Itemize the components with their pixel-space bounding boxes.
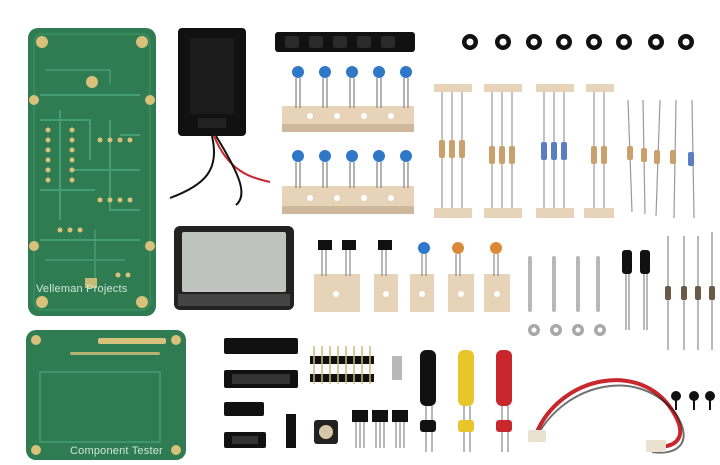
- loose-resistors: [627, 99, 695, 219]
- ics-and-sockets: [224, 338, 298, 448]
- test-clips: [420, 350, 512, 452]
- bottom-pcb: [26, 330, 186, 460]
- small-screws: [671, 391, 715, 410]
- electrolytics-and-diodes: [622, 232, 715, 350]
- red-black-cable: [528, 378, 685, 454]
- loose-resistor-bodies: [627, 146, 694, 166]
- screws-and-nuts: [528, 256, 606, 336]
- rubber-rings: [462, 34, 694, 50]
- battery-holder: [169, 28, 271, 206]
- main-pcb: [28, 28, 156, 316]
- lcd-module: [174, 226, 294, 310]
- capacitor-tape-top: [282, 66, 414, 132]
- capacitor-tape-bottom: [282, 150, 414, 214]
- header-strip: [275, 32, 415, 52]
- small-parts: [286, 356, 408, 448]
- resistor-tapes: [434, 84, 614, 218]
- bottom-board-label: Component Tester: [70, 445, 163, 457]
- pin-headers: [310, 346, 374, 384]
- main-board-label: Velleman Projects: [36, 283, 128, 295]
- tape-components-middle: [314, 240, 510, 312]
